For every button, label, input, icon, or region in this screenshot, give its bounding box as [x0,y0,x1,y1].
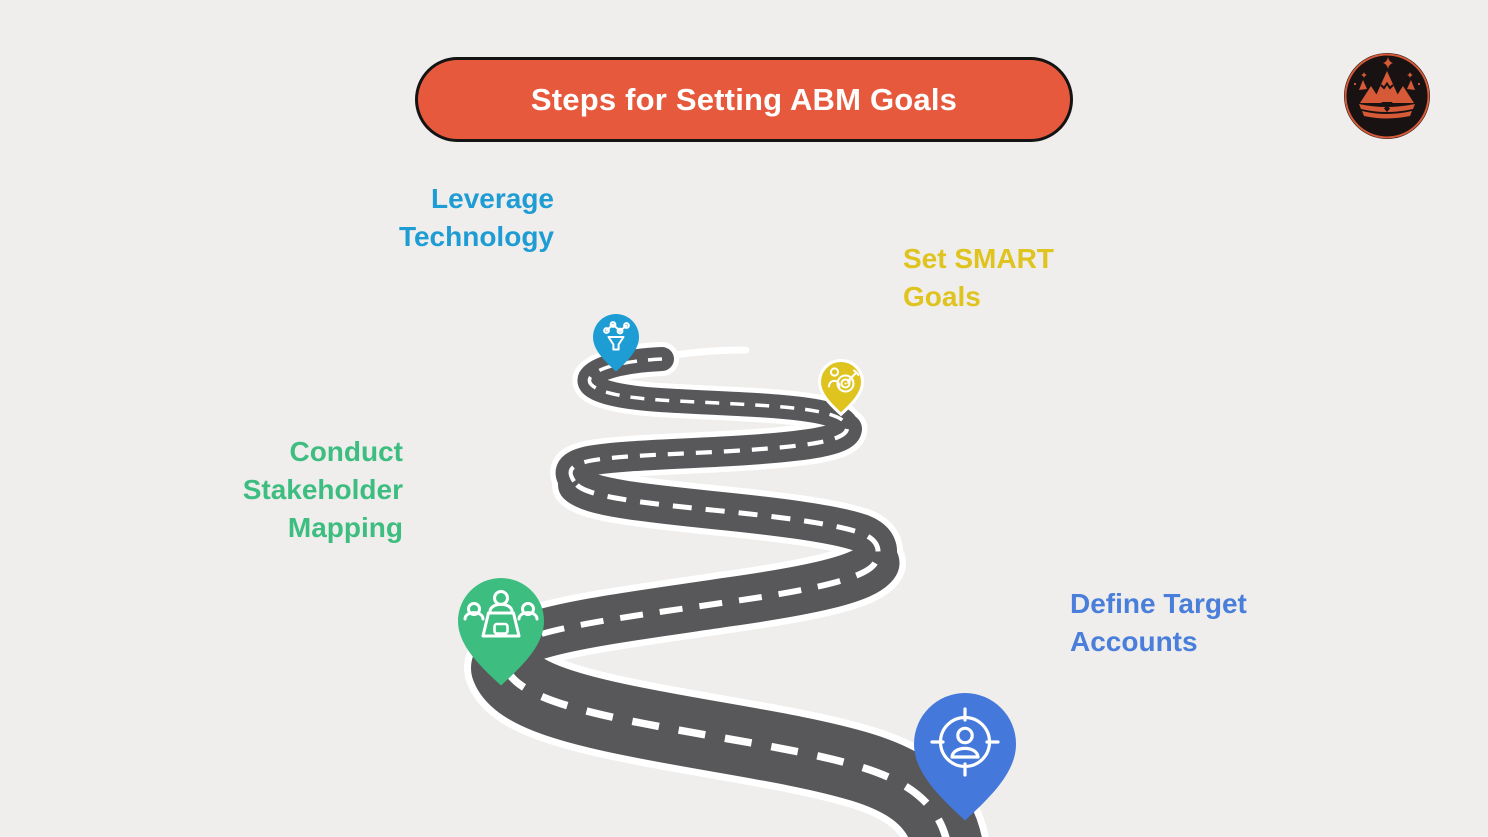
step-label-line: Technology [398,221,554,252]
person-target-dart-icon [828,367,860,393]
people-around-table-icon [463,590,539,638]
label-define-target-accounts: Define Target Accounts [1070,585,1247,661]
crown-mountains [1353,57,1421,119]
label-conduct-stakeholder-mapping: Conduct Stakeholder Mapping [243,433,403,547]
pin-leverage-technology [593,314,639,372]
step-label-line: Goals [903,281,981,312]
step-label-line: Set SMART [903,243,1054,274]
pin-conduct-stakeholder-mapping [458,578,544,686]
funnel-network-icon [603,321,630,351]
pin-define-target-accounts [914,693,1016,821]
person-in-crosshair-icon [930,707,1000,777]
step-label-line: Conduct [289,436,403,467]
step-label-line: Accounts [1070,626,1198,657]
title-banner: Steps for Setting ABM Goals [415,57,1073,142]
snowcap-line [1380,81,1394,90]
pin-set-smart-goals [817,359,865,417]
mountain-crown-logo [1344,53,1430,139]
crown-gem [1384,105,1390,112]
step-label-line: Define Target [1070,588,1247,619]
page-title: Steps for Setting ABM Goals [530,81,958,117]
step-label-line: Stakeholder [242,474,403,505]
label-leverage-technology: Leverage Technology [399,180,554,256]
step-label-line: Mapping [287,512,403,543]
step-label-line: Leverage [431,183,554,214]
label-set-smart-goals: Set SMART Goals [903,240,1054,316]
